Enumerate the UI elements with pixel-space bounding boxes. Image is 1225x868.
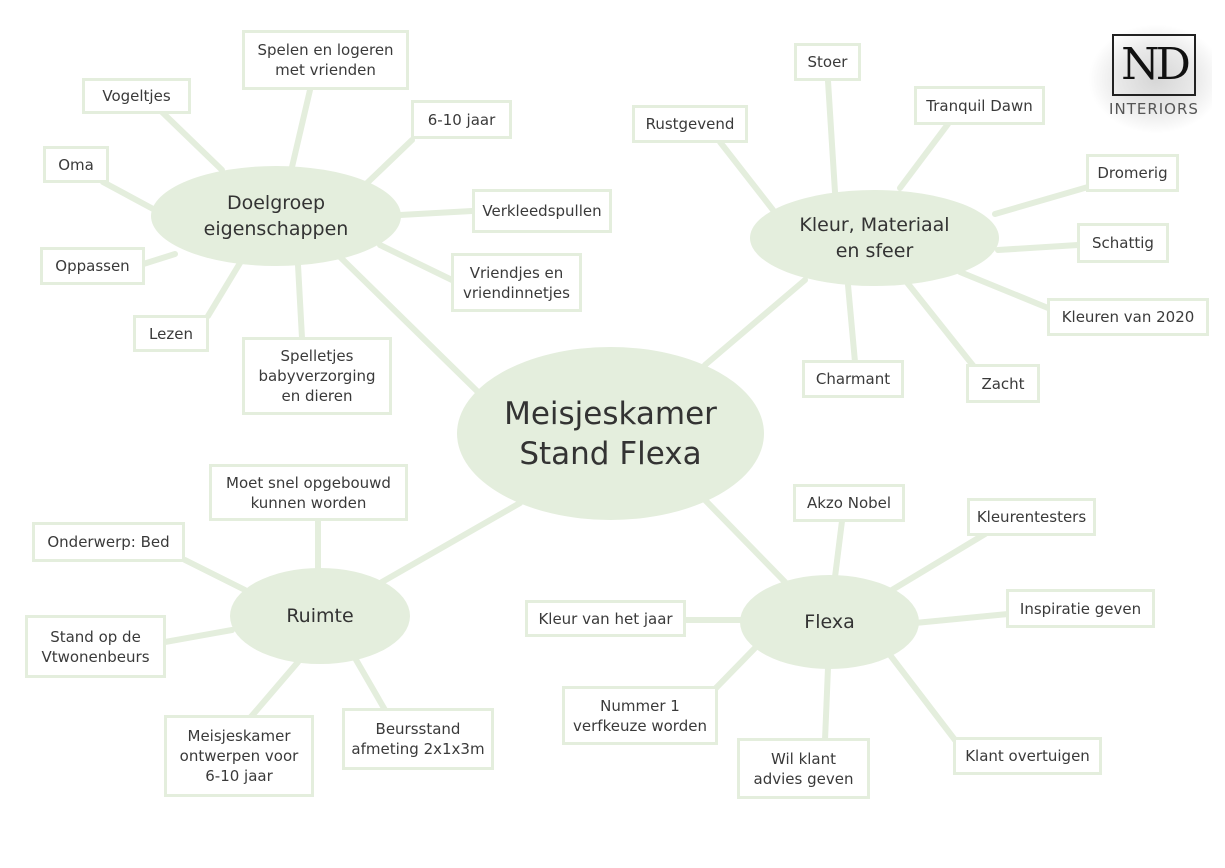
group-doelgroep-label: Doelgroep eigenschappen — [203, 192, 349, 240]
kleur-item-box: Tranquil Dawn — [914, 86, 1045, 125]
flexa-item-box: Klant overtuigen — [953, 737, 1102, 775]
doelgroep-item-label: Spelen en logeren met vrienden — [257, 41, 394, 79]
flexa-item-box: Inspiratie geven — [1006, 589, 1155, 628]
ruimte-item-label: Beursstand afmeting 2x1x3m — [351, 720, 485, 758]
central-node-label: Meisjeskamer Stand Flexa — [504, 395, 717, 472]
kleur-item-label: Kleuren van 2020 — [1061, 308, 1195, 326]
flexa-item-box: Kleurentesters — [967, 498, 1096, 536]
kleur-item-label: Schattig — [1092, 234, 1154, 252]
flexa-item-label: Kleur van het jaar — [538, 609, 673, 628]
kleur-item-box: Dromerig — [1086, 154, 1179, 192]
kleur-item-box: Stoer — [794, 43, 861, 81]
ruimte-item-box: Beursstand afmeting 2x1x3m — [342, 708, 494, 770]
logo-monogram: ND — [1121, 39, 1191, 90]
flexa-item-box: Nummer 1 verfkeuze worden — [562, 686, 718, 745]
flexa-item-label: Wil klant advies geven — [753, 749, 854, 788]
flexa-item-label: Nummer 1 verfkeuze worden — [573, 696, 707, 735]
central-node: Meisjeskamer Stand Flexa — [457, 347, 764, 520]
group-kleur: Kleur, Materiaal en sfeer — [750, 190, 999, 286]
doelgroep-item-label: Oppassen — [55, 257, 130, 275]
doelgroep-item-label: 6-10 jaar — [427, 110, 496, 129]
kleur-item-label: Charmant — [815, 370, 891, 388]
kleur-item-box: Charmant — [802, 360, 904, 398]
doelgroep-item-box: Oma — [43, 146, 109, 183]
flexa-item-label: Inspiratie geven — [1019, 599, 1142, 618]
doelgroep-item-label: Lezen — [149, 324, 193, 343]
kleur-item-box: Rustgevend — [632, 105, 748, 143]
doelgroep-item-label: Verkleedspullen — [482, 202, 602, 220]
ruimte-item-box: Moet snel opgebouwd kunnen worden — [209, 464, 408, 521]
ruimte-item-box: Meisjeskamer ontwerpen voor 6-10 jaar — [164, 715, 314, 797]
ruimte-item-label: Meisjeskamer ontwerpen voor 6-10 jaar — [179, 727, 299, 785]
kleur-item-label: Stoer — [807, 53, 848, 71]
doelgroep-item-box: Spelletjes babyverzorging en dieren — [242, 337, 392, 415]
kleur-item-label: Dromerig — [1097, 164, 1168, 182]
ruimte-item-label: Stand op de Vtwonenbeurs — [41, 627, 150, 666]
kleur-item-label: Rustgevend — [645, 115, 735, 133]
flexa-item-box: Kleur van het jaar — [525, 600, 686, 637]
flexa-item-label: Klant overtuigen — [965, 747, 1090, 765]
ruimte-item-box: Onderwerp: Bed — [32, 522, 185, 562]
doelgroep-item-box: Lezen — [133, 315, 209, 352]
flexa-item-box: Wil klant advies geven — [737, 738, 870, 799]
kleur-item-box: Schattig — [1077, 223, 1169, 263]
logo-frame: ND — [1112, 34, 1196, 96]
doelgroep-item-box: Spelen en logeren met vrienden — [242, 30, 409, 90]
doelgroep-item-label: Oma — [58, 155, 94, 174]
doelgroep-item-label: Spelletjes babyverzorging en dieren — [258, 347, 376, 405]
doelgroep-item-label: Vriendjes en vriendinnetjes — [463, 263, 570, 302]
flexa-item-box: Akzo Nobel — [793, 484, 905, 522]
kleur-item-box: Zacht — [966, 364, 1040, 403]
group-kleur-label: Kleur, Materiaal en sfeer — [799, 214, 950, 262]
group-ruimte-label: Ruimte — [286, 605, 354, 627]
flexa-item-label: Kleurentesters — [976, 508, 1087, 526]
ruimte-item-box: Stand op de Vtwonenbeurs — [25, 615, 166, 678]
doelgroep-item-box: Vogeltjes — [82, 78, 191, 114]
group-flexa-label: Flexa — [804, 611, 855, 633]
ruimte-item-label: Moet snel opgebouwd kunnen worden — [226, 473, 391, 512]
kleur-item-label: Zacht — [981, 374, 1025, 393]
group-doelgroep: Doelgroep eigenschappen — [151, 166, 401, 266]
doelgroep-item-box: Verkleedspullen — [472, 189, 612, 233]
doelgroep-item-box: Oppassen — [40, 247, 145, 285]
kleur-item-label: Tranquil Dawn — [926, 96, 1033, 115]
doelgroep-item-box: Vriendjes en vriendinnetjes — [451, 253, 582, 312]
logo-splash — [1088, 24, 1212, 134]
flexa-item-label: Akzo Nobel — [806, 494, 892, 512]
nd-interiors-logo: ND INTERIORS — [1088, 24, 1212, 134]
kleur-item-box: Kleuren van 2020 — [1047, 298, 1209, 336]
doelgroep-item-label: Vogeltjes — [102, 87, 171, 105]
logo-wordmark: INTERIORS — [1109, 100, 1199, 118]
doelgroep-item-box: 6-10 jaar — [411, 100, 512, 139]
group-flexa: Flexa — [740, 575, 919, 669]
group-ruimte: Ruimte — [230, 568, 410, 664]
ruimte-item-label: Onderwerp: Bed — [47, 533, 170, 551]
